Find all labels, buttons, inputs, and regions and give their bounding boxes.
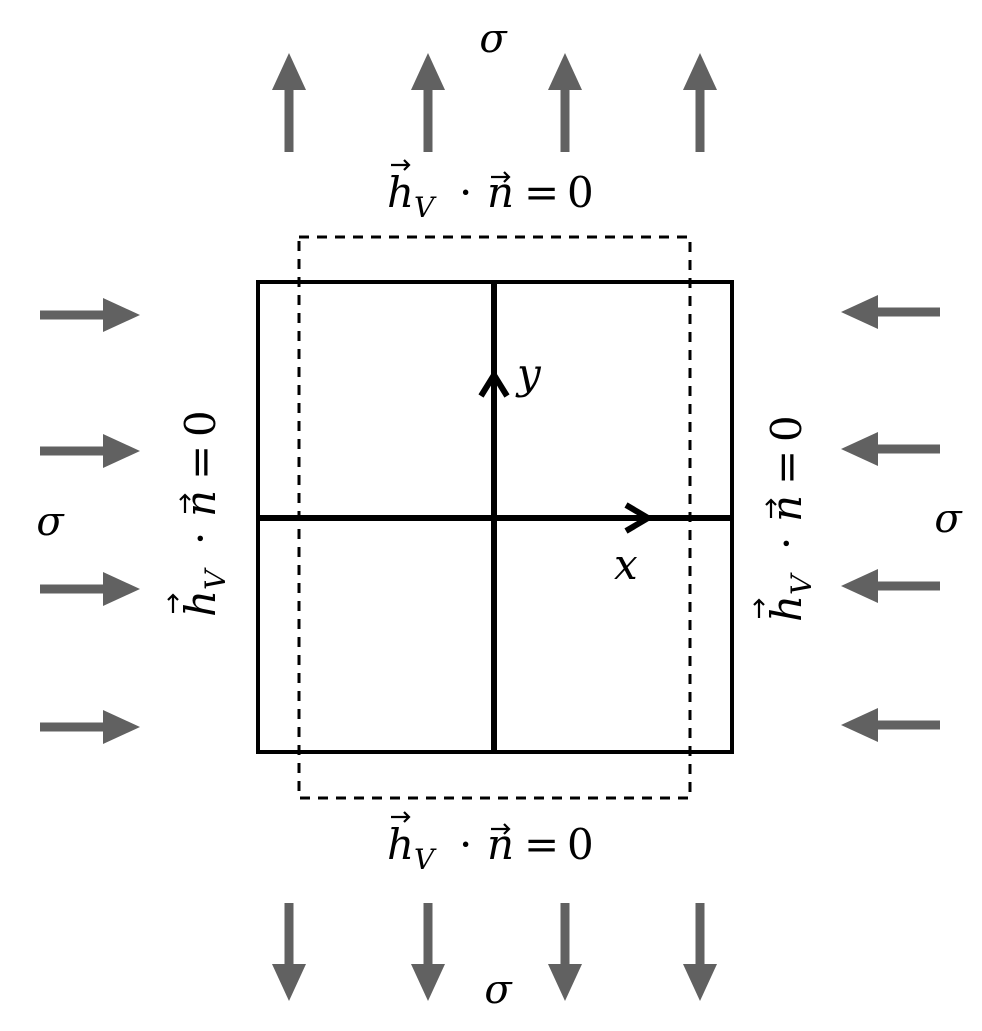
- bc-n-symbol: n: [762, 495, 811, 522]
- boundary-condition-top: h V · n = 0: [387, 159, 594, 224]
- bottom-load-arrows: [272, 903, 717, 1001]
- vector-arrow-icon: [391, 159, 411, 171]
- bottom-load-arrow-icon: [272, 903, 306, 1001]
- y-axis-label: y: [515, 349, 542, 398]
- left-load-arrow-icon: [40, 710, 140, 744]
- bc-dot: ·: [459, 820, 472, 869]
- bc-n-symbol: n: [487, 168, 514, 217]
- left-load-arrow-icon: [40, 434, 140, 468]
- bc-h-symbol: h: [387, 168, 414, 217]
- vector-arrow-icon: [491, 171, 511, 183]
- x-axis-arrowhead-icon: [624, 502, 654, 534]
- top-load-arrows: [272, 53, 717, 152]
- right-load-arrow-icon: [841, 295, 940, 329]
- sigma-label-top: σ: [479, 16, 508, 62]
- left-load-arrows: [40, 298, 140, 744]
- bc-subscript: V: [414, 843, 437, 876]
- sigma-label-right: σ: [934, 496, 963, 542]
- bc-zero: 0: [762, 415, 811, 442]
- y-axis-arrowhead-icon: [478, 369, 510, 398]
- left-load-arrow-icon: [40, 298, 140, 332]
- bc-h-symbol: h: [176, 590, 225, 617]
- bc-n-symbol: n: [487, 820, 514, 869]
- right-load-arrow-icon: [841, 708, 940, 742]
- bc-subscript: V: [785, 572, 818, 595]
- bc-zero: 0: [176, 410, 225, 437]
- bc-subscript: V: [414, 191, 437, 224]
- right-load-arrow-icon: [841, 569, 940, 603]
- vector-arrow-icon: [167, 593, 179, 613]
- vector-arrow-icon: [753, 598, 765, 618]
- bc-n-symbol: n: [176, 490, 225, 517]
- bc-subscript: V: [199, 567, 232, 590]
- bc-equals: =: [524, 168, 559, 217]
- bottom-load-arrow-icon: [683, 903, 717, 1001]
- top-load-arrow-icon: [272, 53, 306, 152]
- bc-dot: ·: [459, 168, 472, 217]
- bc-dot: ·: [762, 537, 811, 550]
- bc-equals: =: [524, 820, 559, 869]
- right-load-arrows: [841, 295, 940, 742]
- left-load-arrow-icon: [40, 572, 140, 606]
- bc-h-symbol: h: [387, 820, 414, 869]
- top-load-arrow-icon: [411, 53, 445, 152]
- sigma-label-left: σ: [36, 499, 65, 545]
- bottom-load-arrow-icon: [548, 903, 582, 1001]
- right-load-arrow-icon: [841, 432, 940, 466]
- bc-zero: 0: [567, 820, 594, 869]
- sigma-label-bottom: σ: [484, 967, 513, 1013]
- bc-dot: ·: [176, 532, 225, 545]
- top-load-arrow-icon: [548, 53, 582, 152]
- boundary-condition-right: h V · n = 0: [753, 415, 818, 622]
- vector-arrow-icon: [765, 498, 777, 518]
- boundary-condition-left: h V · n = 0: [167, 410, 232, 617]
- x-axis-label: x: [614, 540, 638, 589]
- bc-equals: =: [762, 450, 811, 485]
- boundary-condition-bottom: h V · n = 0: [387, 811, 594, 876]
- bc-h-symbol: h: [762, 595, 811, 622]
- bc-zero: 0: [567, 168, 594, 217]
- vector-arrow-icon: [179, 493, 191, 513]
- top-load-arrow-icon: [683, 53, 717, 152]
- bottom-load-arrow-icon: [411, 903, 445, 1001]
- vector-arrow-icon: [491, 823, 511, 835]
- vector-arrow-icon: [391, 811, 411, 823]
- bc-equals: =: [176, 445, 225, 480]
